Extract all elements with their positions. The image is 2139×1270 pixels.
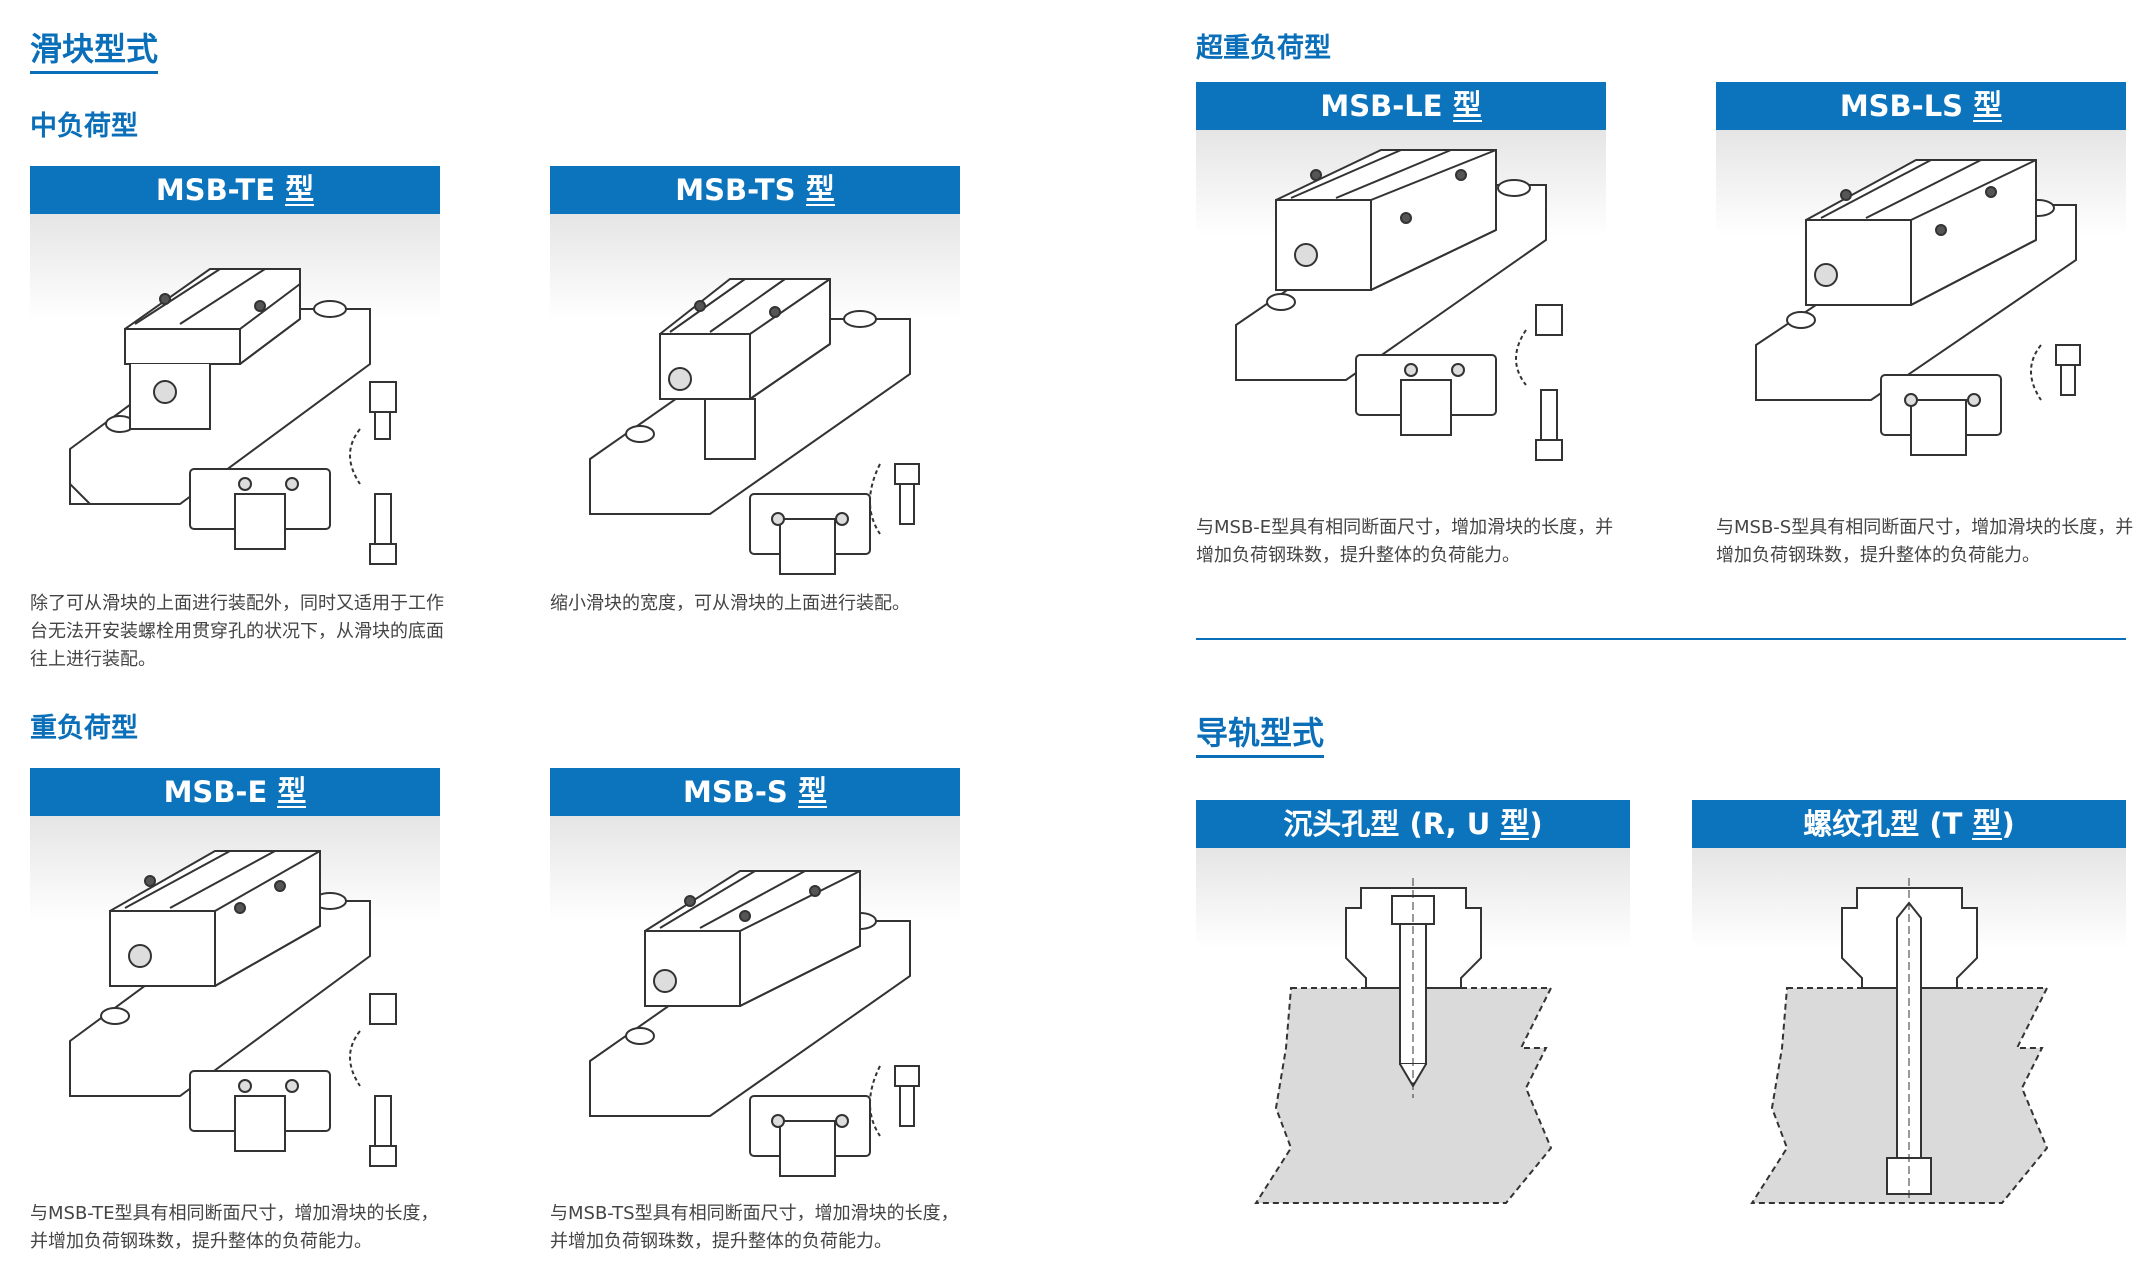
subtitle-medium-load: 中负荷型	[30, 111, 138, 142]
card-header: 螺纹孔型 (T 型)	[1692, 800, 2126, 848]
model-suffix: 型	[797, 773, 827, 809]
section-title-rail: 导轨型式	[1196, 715, 1325, 759]
card-rail-countersunk: 沉头孔型 (R, U 型)	[1196, 800, 1630, 1208]
card-header: MSB-TS 型	[550, 166, 960, 214]
block-drawing	[1235, 149, 1563, 461]
product-illustration	[1196, 130, 1606, 510]
model-suffix: 型	[1972, 805, 2002, 841]
card-msb-ls: MSB-LS 型	[1716, 82, 2126, 510]
desc-msb-te: 除了可从滑块的上面进行装配外，同时又适用于工作台无法开安装螺栓用贯穿孔的状况下，…	[30, 593, 444, 670]
subtitle-super-heavy-load: 超重负荷型	[1196, 33, 1331, 64]
block-drawing	[589, 870, 920, 1177]
threaded-rail-drawing	[1750, 878, 2049, 1204]
model-paren-close: )	[1529, 806, 1543, 841]
product-illustration	[1716, 130, 2126, 510]
desc-msb-ts: 缩小滑块的宽度，可从滑块的上面进行装配。	[550, 593, 910, 614]
block-drawing	[69, 268, 397, 565]
model-suffix: 型	[1500, 805, 1530, 841]
card-header: MSB-S 型	[550, 768, 960, 816]
block-drawing	[1755, 159, 2081, 456]
subtitle-heavy-load: 重负荷型	[30, 713, 138, 744]
desc-msb-ls: 与MSB-S型具有相同断面尺寸，增加滑块的长度，并增加负荷钢珠数，提升整体的负荷…	[1716, 517, 2134, 566]
block-drawing	[589, 278, 920, 575]
model-name: MSB-S	[683, 774, 788, 809]
card-header: MSB-E 型	[30, 768, 440, 816]
model-paren-close: )	[2001, 806, 2015, 841]
model-name: MSB-LE	[1320, 88, 1443, 123]
product-illustration	[550, 816, 960, 1196]
section-divider	[1196, 638, 2126, 640]
model-name: 沉头孔型 (R, U	[1283, 806, 1491, 841]
card-header: MSB-LS 型	[1716, 82, 2126, 130]
rail-illustration	[1692, 848, 2126, 1208]
model-name: MSB-TE	[155, 172, 276, 207]
card-msb-te: MSB-TE 型	[30, 166, 440, 594]
model-suffix: 型	[285, 171, 315, 207]
model-name: MSB-LS	[1839, 88, 1964, 123]
model-name: 螺纹孔型 (T	[1803, 806, 1963, 841]
desc-msb-s: 与MSB-TS型具有相同断面尺寸，增加滑块的长度，并增加负荷钢珠数，提升整体的负…	[550, 1203, 959, 1252]
card-msb-s: MSB-S 型	[550, 768, 960, 1196]
desc-msb-e: 与MSB-TE型具有相同断面尺寸，增加滑块的长度，并增加负荷钢珠数，提升整体的负…	[30, 1203, 439, 1252]
rail-illustration	[1196, 848, 1630, 1208]
model-name: MSB-TS	[675, 172, 796, 207]
desc-msb-le: 与MSB-E型具有相同断面尺寸，增加滑块的长度，并增加负荷钢珠数，提升整体的负荷…	[1196, 517, 1614, 566]
model-name: MSB-E	[163, 774, 268, 809]
model-suffix: 型	[1973, 87, 2003, 123]
card-header: 沉头孔型 (R, U 型)	[1196, 800, 1630, 848]
model-suffix: 型	[277, 773, 307, 809]
card-header: MSB-LE 型	[1196, 82, 1606, 130]
countersunk-rail-drawing	[1254, 878, 1553, 1204]
card-msb-ts: MSB-TS 型	[550, 166, 960, 594]
card-header: MSB-TE 型	[30, 166, 440, 214]
model-suffix: 型	[805, 171, 835, 207]
model-suffix: 型	[1452, 87, 1482, 123]
card-rail-threaded: 螺纹孔型 (T 型)	[1692, 800, 2126, 1208]
card-msb-le: MSB-LE 型	[1196, 82, 1606, 510]
card-msb-e: MSB-E 型	[30, 768, 440, 1196]
block-drawing	[69, 850, 397, 1167]
section-title-slider: 滑块型式	[30, 31, 159, 75]
product-illustration	[30, 214, 440, 594]
product-illustration	[30, 816, 440, 1196]
product-illustration	[550, 214, 960, 594]
